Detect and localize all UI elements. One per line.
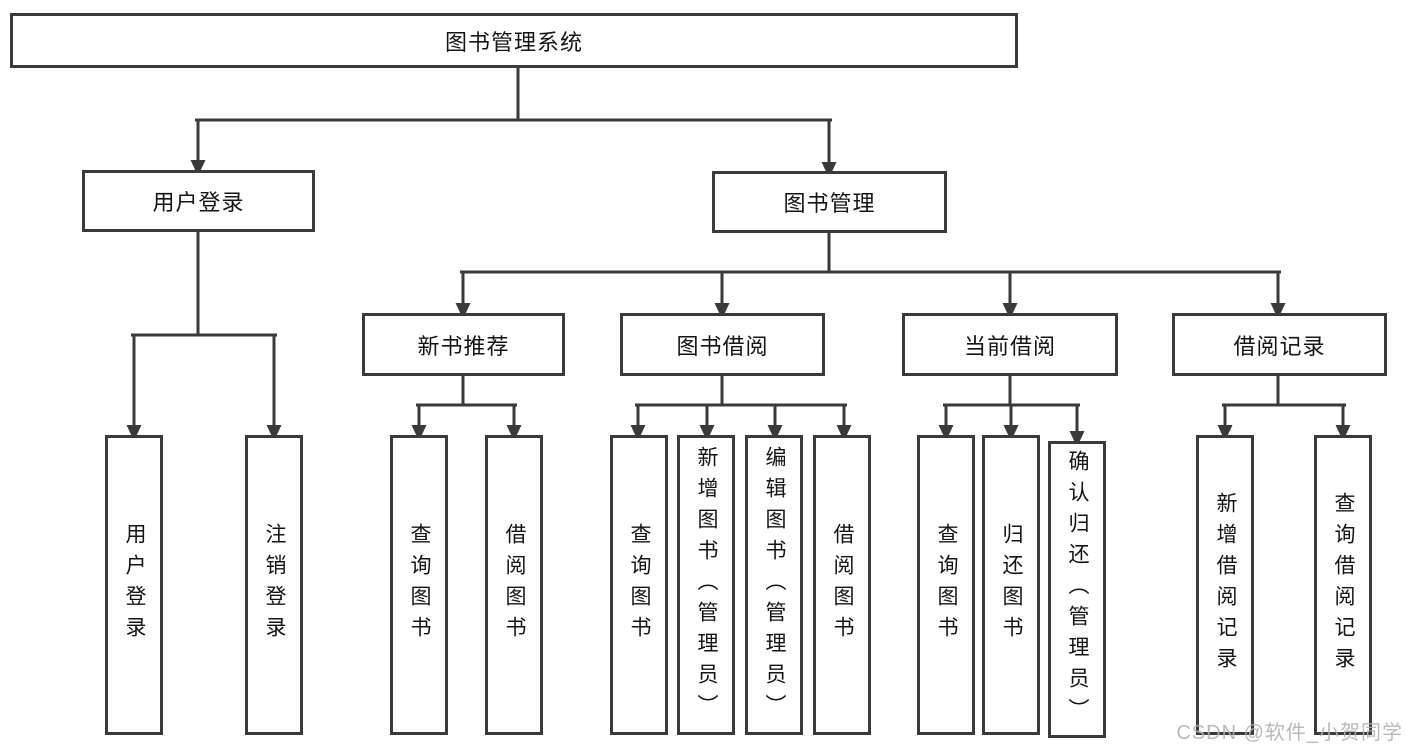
leaf-borrow-books-recommend: 借阅图书: [485, 435, 543, 735]
node-user-login: 用户登录: [82, 170, 315, 232]
leaf-add-books-admin: 新增图书（管理员）: [677, 435, 735, 735]
node-book-management: 图书管理: [712, 171, 947, 233]
leaf-return-books: 归还图书: [982, 435, 1040, 735]
node-borrow-records: 借阅记录: [1172, 313, 1387, 376]
leaf-add-borrow-record: 新增借阅记录: [1196, 435, 1254, 735]
leaf-query-books-borrow: 查询图书: [610, 435, 668, 735]
leaf-edit-books-admin: 编辑图书（管理员）: [745, 435, 803, 735]
arrowhead-icons: [126, 160, 1351, 447]
leaf-query-borrow-record: 查询借阅记录: [1314, 435, 1372, 735]
leaf-confirm-return-admin: 确认归还（管理员）: [1048, 441, 1106, 738]
watermark: CSDN @软件_小贺同学: [1176, 722, 1403, 744]
leaf-borrow-books: 借阅图书: [813, 435, 871, 735]
node-book-borrow: 图书借阅: [620, 313, 825, 376]
connector-paths: [131, 66, 1346, 434]
leaf-user-login: 用户登录: [105, 435, 163, 735]
leaf-query-books-current: 查询图书: [917, 435, 975, 735]
node-current-borrow: 当前借阅: [902, 313, 1118, 376]
leaf-query-books-recommend: 查询图书: [390, 435, 448, 735]
leaf-logout: 注销登录: [245, 435, 303, 735]
node-root: 图书管理系统: [10, 13, 1018, 68]
node-new-book-recommend: 新书推荐: [362, 313, 565, 376]
